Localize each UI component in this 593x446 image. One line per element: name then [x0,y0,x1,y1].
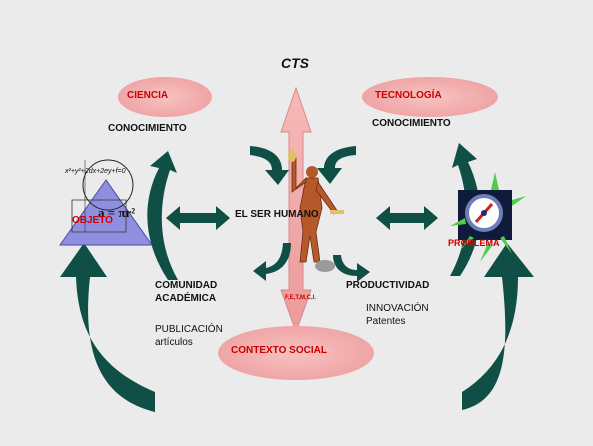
problema-label: PROBLEMA [448,238,500,248]
compass-center [481,210,487,216]
conocimiento-right-label: CONOCIMIENTO [372,118,451,129]
human-figure-icon [288,150,344,272]
ciencia-label: CIENCIA [127,90,169,101]
diagram-title: CTS [281,55,309,71]
curved-arrow-to-ciencia [147,151,178,280]
comunidad-label-line1: COMUNIDAD [155,280,218,291]
objeto-label: OBJETO [72,215,113,226]
curved-arrow-lower-left [253,243,291,281]
problema-burst-icon [450,172,526,262]
contexto-social-oval [218,326,374,380]
contexto-social-label: CONTEXTO SOCIAL [231,345,327,356]
double-arrow-right [376,206,438,230]
tecnologia-oval [362,77,498,117]
comunidad-label-line2: ACADÉMICA [155,293,217,304]
fetmci-label: F,E,T,M,C,I. [285,295,317,301]
double-arrow-left [166,206,230,230]
tecnologia-label: TECNOLOGÍA [375,90,442,101]
curved-arrow-lower-right [333,255,370,282]
publicacion-label-line1: PUBLICACIÓN [155,324,223,335]
publicacion-label-line2: artículos [155,337,193,348]
curved-arrow-to-tecnologia [450,143,480,276]
productividad-label: PRODUCTIVIDAD [346,280,430,291]
ciencia-oval [118,77,212,117]
conocimiento-left-label: CONOCIMIENTO [108,123,187,134]
objeto-triangle-icon [59,179,153,246]
curved-arrow-upper-right [317,146,356,184]
objeto-box-icon [71,199,127,233]
big-curved-arrow-right [462,243,534,410]
objeto-formula-top: x²+y²+2dx+2ey+f=0 [65,168,126,175]
curved-arrow-upper-left [250,146,289,185]
big-curved-arrow-left [60,243,155,412]
el-ser-humano-label: EL SER HUMANO [235,209,319,220]
innovacion-label-line2: Patentes [366,316,406,327]
objeto-formula-main: a = πr² [98,205,136,220]
objeto-circle-icon [82,159,134,211]
innovacion-label-line1: INNOVACIÓN [366,303,429,314]
